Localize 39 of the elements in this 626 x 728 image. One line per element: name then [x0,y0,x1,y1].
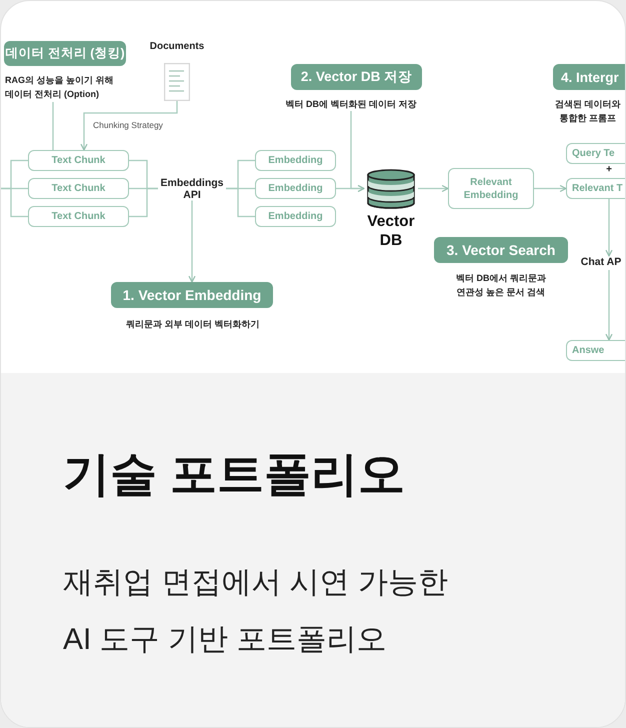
step-description: 벡터 DB에 벡터화된 데이터 저장 [271,97,431,111]
step-banner: 데이터 전처리 (청킹) [4,41,126,66]
arrow [605,270,613,341]
node-label: Documents [148,41,206,52]
api-label: Embeddings API [158,176,226,200]
step-banner: 3. Vector Search [434,237,568,263]
api-label: Chat AP [577,256,625,270]
process-box: Embedding [255,206,336,227]
connector-line [129,188,158,218]
process-box: Relevant Embedding [448,168,534,209]
title: 기술 포트폴리오 [63,446,406,502]
node-label: Vector DB [366,212,416,250]
connector-line [226,188,255,218]
step-description: 검색된 데이터와 통합한 프롬프 [554,98,622,125]
arrow [605,199,613,257]
edge-label: Chunking Strategy [93,120,163,130]
process-box: Text Chunk [28,178,129,199]
connector-line [52,102,54,150]
process-box: Text Chunk [28,206,129,227]
process-box: Query Te [566,143,625,164]
step-description: 벡터 DB에서 쿼리문과 연관성 높은 문서 검색 [455,272,547,299]
arrow [418,184,449,192]
arrow [350,111,365,192]
step-banner: 4. Intergr [553,64,625,90]
arrow [534,184,567,192]
plus-sign: + [605,164,613,176]
process-box: Embedding [255,178,336,199]
connector-line [1,188,28,218]
process-box: Answe [566,340,625,361]
caption: 재취업 면접에서 시연 가능한 AI 도구 기반 포트폴리오 [63,565,450,658]
process-box: Embedding [255,150,336,171]
step-banner: 2. Vector DB 저장 [291,64,422,90]
arrow [80,101,178,151]
step-description: RAG의 성능을 높이기 위해 데이터 전처리 (Option) [5,73,129,102]
process-box: Text Chunk [28,150,129,171]
step-description: 쿼리문과 외부 데이터 벡터화하기 [125,318,261,331]
process-box: Relevant T [566,178,625,199]
arrow [188,200,196,283]
step-banner: 1. Vector Embedding [111,282,273,308]
